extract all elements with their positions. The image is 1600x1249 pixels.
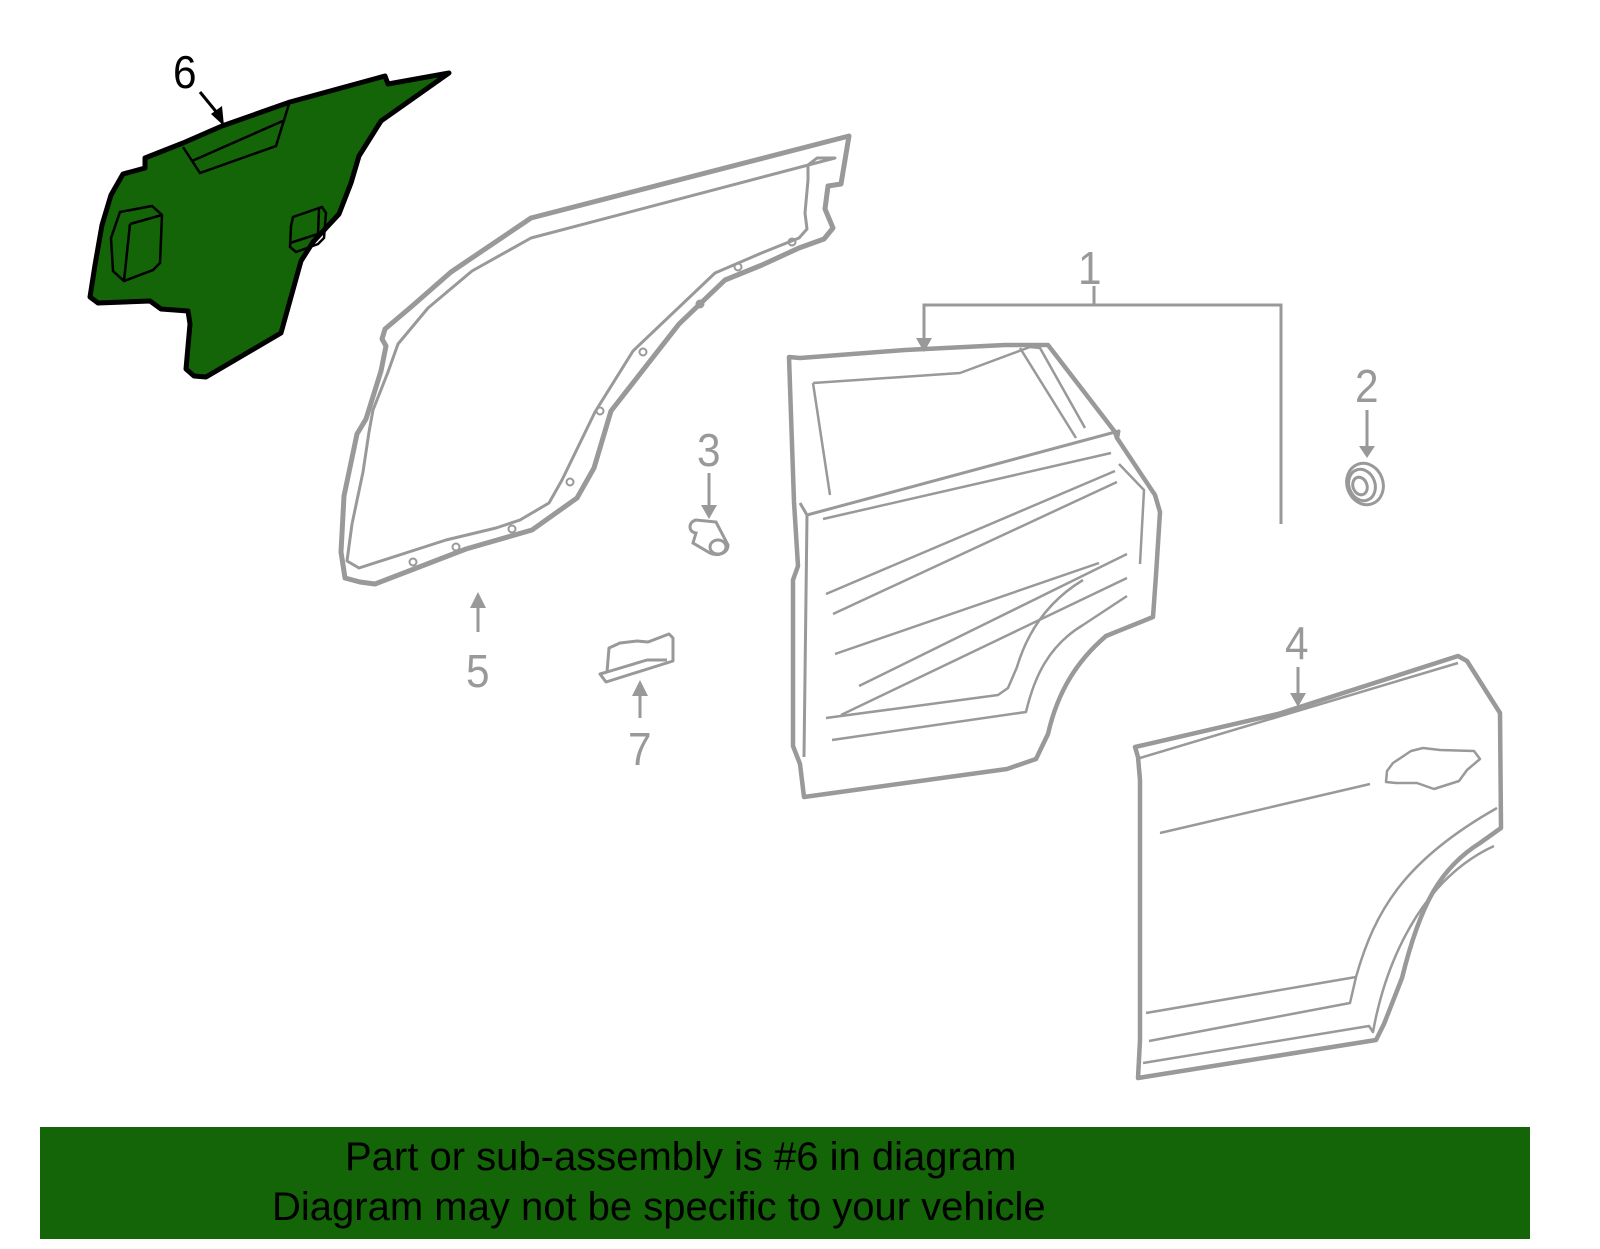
parts-diagram (87, 70, 1504, 1081)
banner-part-number-text: Part or sub-assembly is #6 in diagram (345, 1135, 1017, 1179)
callout-2-arrow (1359, 410, 1375, 458)
part-7-clip[interactable] (598, 632, 675, 684)
callout-5-arrow (470, 592, 486, 632)
part-1-door-assembly[interactable] (786, 342, 1163, 800)
callout-7-arrow (632, 680, 648, 718)
part-6-insulator-panel[interactable] (87, 70, 452, 380)
callout-1-bracket (916, 286, 1283, 524)
callout-3-arrow (701, 473, 717, 519)
part-4-outer-panel[interactable] (1132, 653, 1504, 1081)
banner-disclaimer-text: Diagram may not be specific to your vehi… (272, 1185, 1046, 1229)
callout-3-label: 3 (697, 424, 721, 476)
part-3-bumper[interactable] (688, 518, 730, 557)
callout-4-arrow (1290, 667, 1306, 707)
callout-6-label: 6 (173, 46, 197, 98)
callout-7-label: 7 (628, 723, 652, 775)
part-2-grommet[interactable] (1341, 458, 1389, 510)
callout-6-arrow (198, 91, 224, 126)
callout-1-label: 1 (1078, 242, 1102, 294)
callout-5-label: 5 (466, 645, 490, 697)
part-5-weatherstrip[interactable] (338, 133, 852, 587)
callout-4-label: 4 (1285, 617, 1309, 669)
callout-2-label: 2 (1355, 360, 1379, 412)
part-info-banner: Part or sub-assembly is #6 in diagram Di… (40, 1127, 1530, 1239)
